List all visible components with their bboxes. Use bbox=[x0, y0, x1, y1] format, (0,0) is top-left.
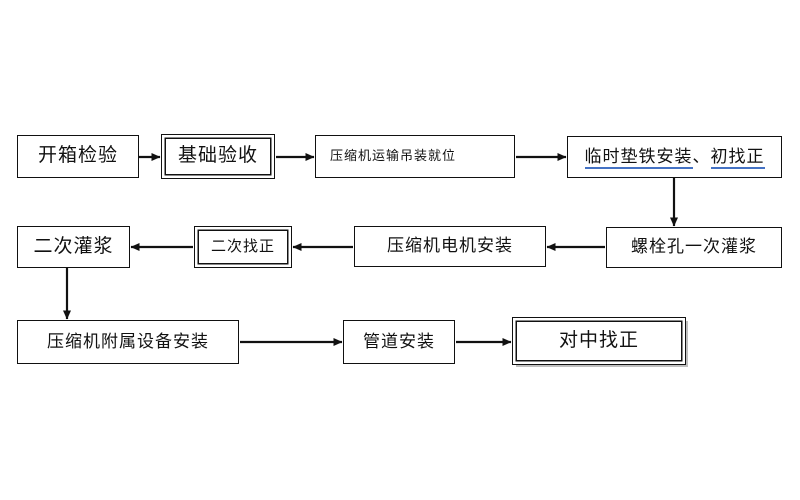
flow-node-label-part-3: 初找正 bbox=[710, 146, 765, 169]
flow-node-label-part-2: 、 bbox=[692, 146, 711, 166]
flow-node-yasuoji-yunshu-diaozhuang-jiuwei[interactable]: 压缩机运输吊装就位 bbox=[315, 135, 515, 178]
flow-node-erci-zhaozheng[interactable]: 二次找正 bbox=[194, 226, 292, 268]
flow-node-erci-guanjiang[interactable]: 二次灌浆 bbox=[17, 226, 130, 268]
flow-node-label: 压缩机电机安装 bbox=[387, 236, 513, 256]
flow-node-label: 压缩机附属设备安装 bbox=[47, 331, 209, 351]
flow-node-jichu-yanshou[interactable]: 基础验收 bbox=[161, 134, 275, 179]
flow-node-label: 压缩机运输吊装就位 bbox=[330, 148, 457, 164]
flow-node-label: 临时垫铁安装、初找正 bbox=[584, 146, 765, 169]
flow-node-label: 开箱检验 bbox=[37, 145, 118, 167]
flow-node-duizhong-zhaozheng[interactable]: 对中找正 bbox=[512, 317, 686, 365]
flow-node-guandao-anzhuang[interactable]: 管道安装 bbox=[343, 320, 455, 364]
flow-node-label: 二次找正 bbox=[210, 237, 275, 255]
flow-node-yasuoji-fushu-shebei-anzhuang[interactable]: 压缩机附属设备安装 bbox=[17, 320, 239, 364]
flow-node-yasuoji-dianji-anzhuang[interactable]: 压缩机电机安装 bbox=[354, 226, 546, 267]
flow-node-label-part-1: 临时垫铁安装 bbox=[584, 146, 693, 169]
flow-node-label: 对中找正 bbox=[558, 329, 639, 351]
flow-node-label: 基础验收 bbox=[177, 145, 258, 167]
flow-node-label: 管道安装 bbox=[363, 331, 435, 351]
flow-node-kaixiang-jianyan[interactable]: 开箱检验 bbox=[17, 135, 139, 178]
flow-node-linshi-dietie-anzhuang-chuzhaozheng[interactable]: 临时垫铁安装、初找正 bbox=[567, 136, 782, 178]
flow-node-luoshuankong-yici-guanjiang[interactable]: 螺栓孔一次灌浆 bbox=[606, 227, 782, 268]
flow-node-label: 螺栓孔一次灌浆 bbox=[631, 237, 757, 257]
flow-node-label: 二次灌浆 bbox=[33, 235, 114, 257]
